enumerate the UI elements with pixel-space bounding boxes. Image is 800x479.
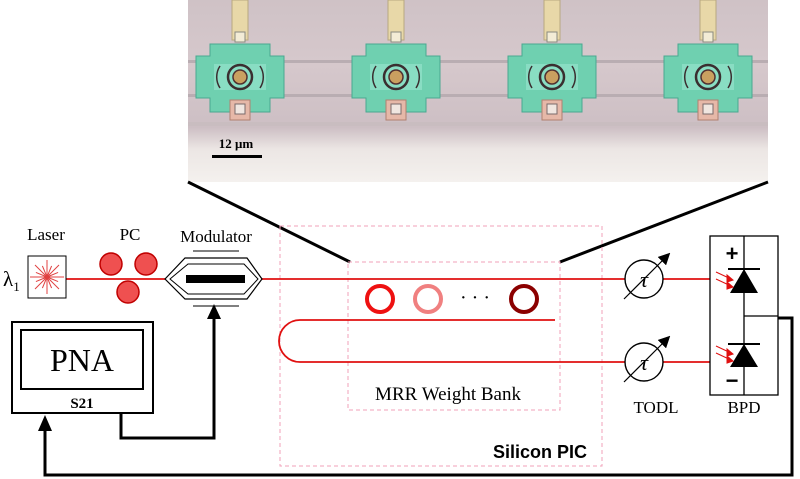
tunable-delay-line-bottom: τ [623, 335, 671, 383]
ring-1 [365, 284, 395, 314]
pna-input-arrowhead [38, 415, 52, 431]
electrical-wires [43, 316, 794, 477]
svg-text:τ: τ [640, 350, 649, 375]
optical-waveguides [65, 278, 728, 363]
ring-n [509, 284, 539, 314]
modulator-label: Modulator [180, 227, 252, 246]
chip-micrograph: 12 μm [188, 0, 768, 182]
scale-bar: 12 μm [212, 136, 262, 158]
chip-ring-cell [195, 0, 285, 121]
bpd-plus: + [726, 241, 739, 266]
chip-ring-cell [351, 0, 441, 121]
mrr-weight-bank-label: MRR Weight Bank [375, 384, 521, 405]
todl-label: TODL [633, 398, 678, 417]
bpd-minus: − [726, 368, 739, 393]
laser-label: Laser [27, 225, 65, 244]
laser-icon [27, 255, 67, 299]
chip-ring-cell [507, 0, 597, 121]
balanced-photodetector: + − [709, 235, 779, 396]
pna-instrument: PNA S21 [11, 321, 154, 414]
s21-label: S21 [70, 396, 93, 412]
bpd-label: BPD [727, 398, 760, 417]
ellipsis: · · · [460, 287, 490, 309]
lambda-label: λ1 [3, 267, 20, 294]
modulator-drive-arrowhead [207, 304, 221, 319]
zoom-line-right [559, 180, 769, 264]
modulator-icon [164, 250, 263, 307]
tunable-delay-line-top: τ [623, 252, 671, 300]
pc-label: PC [120, 225, 141, 244]
zoom-line-left [187, 180, 351, 264]
polarization-controller-icon [99, 252, 158, 304]
weight-bank-outline [347, 261, 561, 411]
svg-text:τ: τ [640, 267, 649, 292]
ring-2 [413, 284, 443, 314]
chip-ring-cell [663, 0, 753, 121]
pna-label: PNA [50, 342, 114, 378]
scale-bar-label: 12 μm [219, 136, 254, 151]
micro-ring-resonators: · · · [365, 284, 539, 314]
silicon-pic-label: Silicon PIC [493, 442, 587, 462]
